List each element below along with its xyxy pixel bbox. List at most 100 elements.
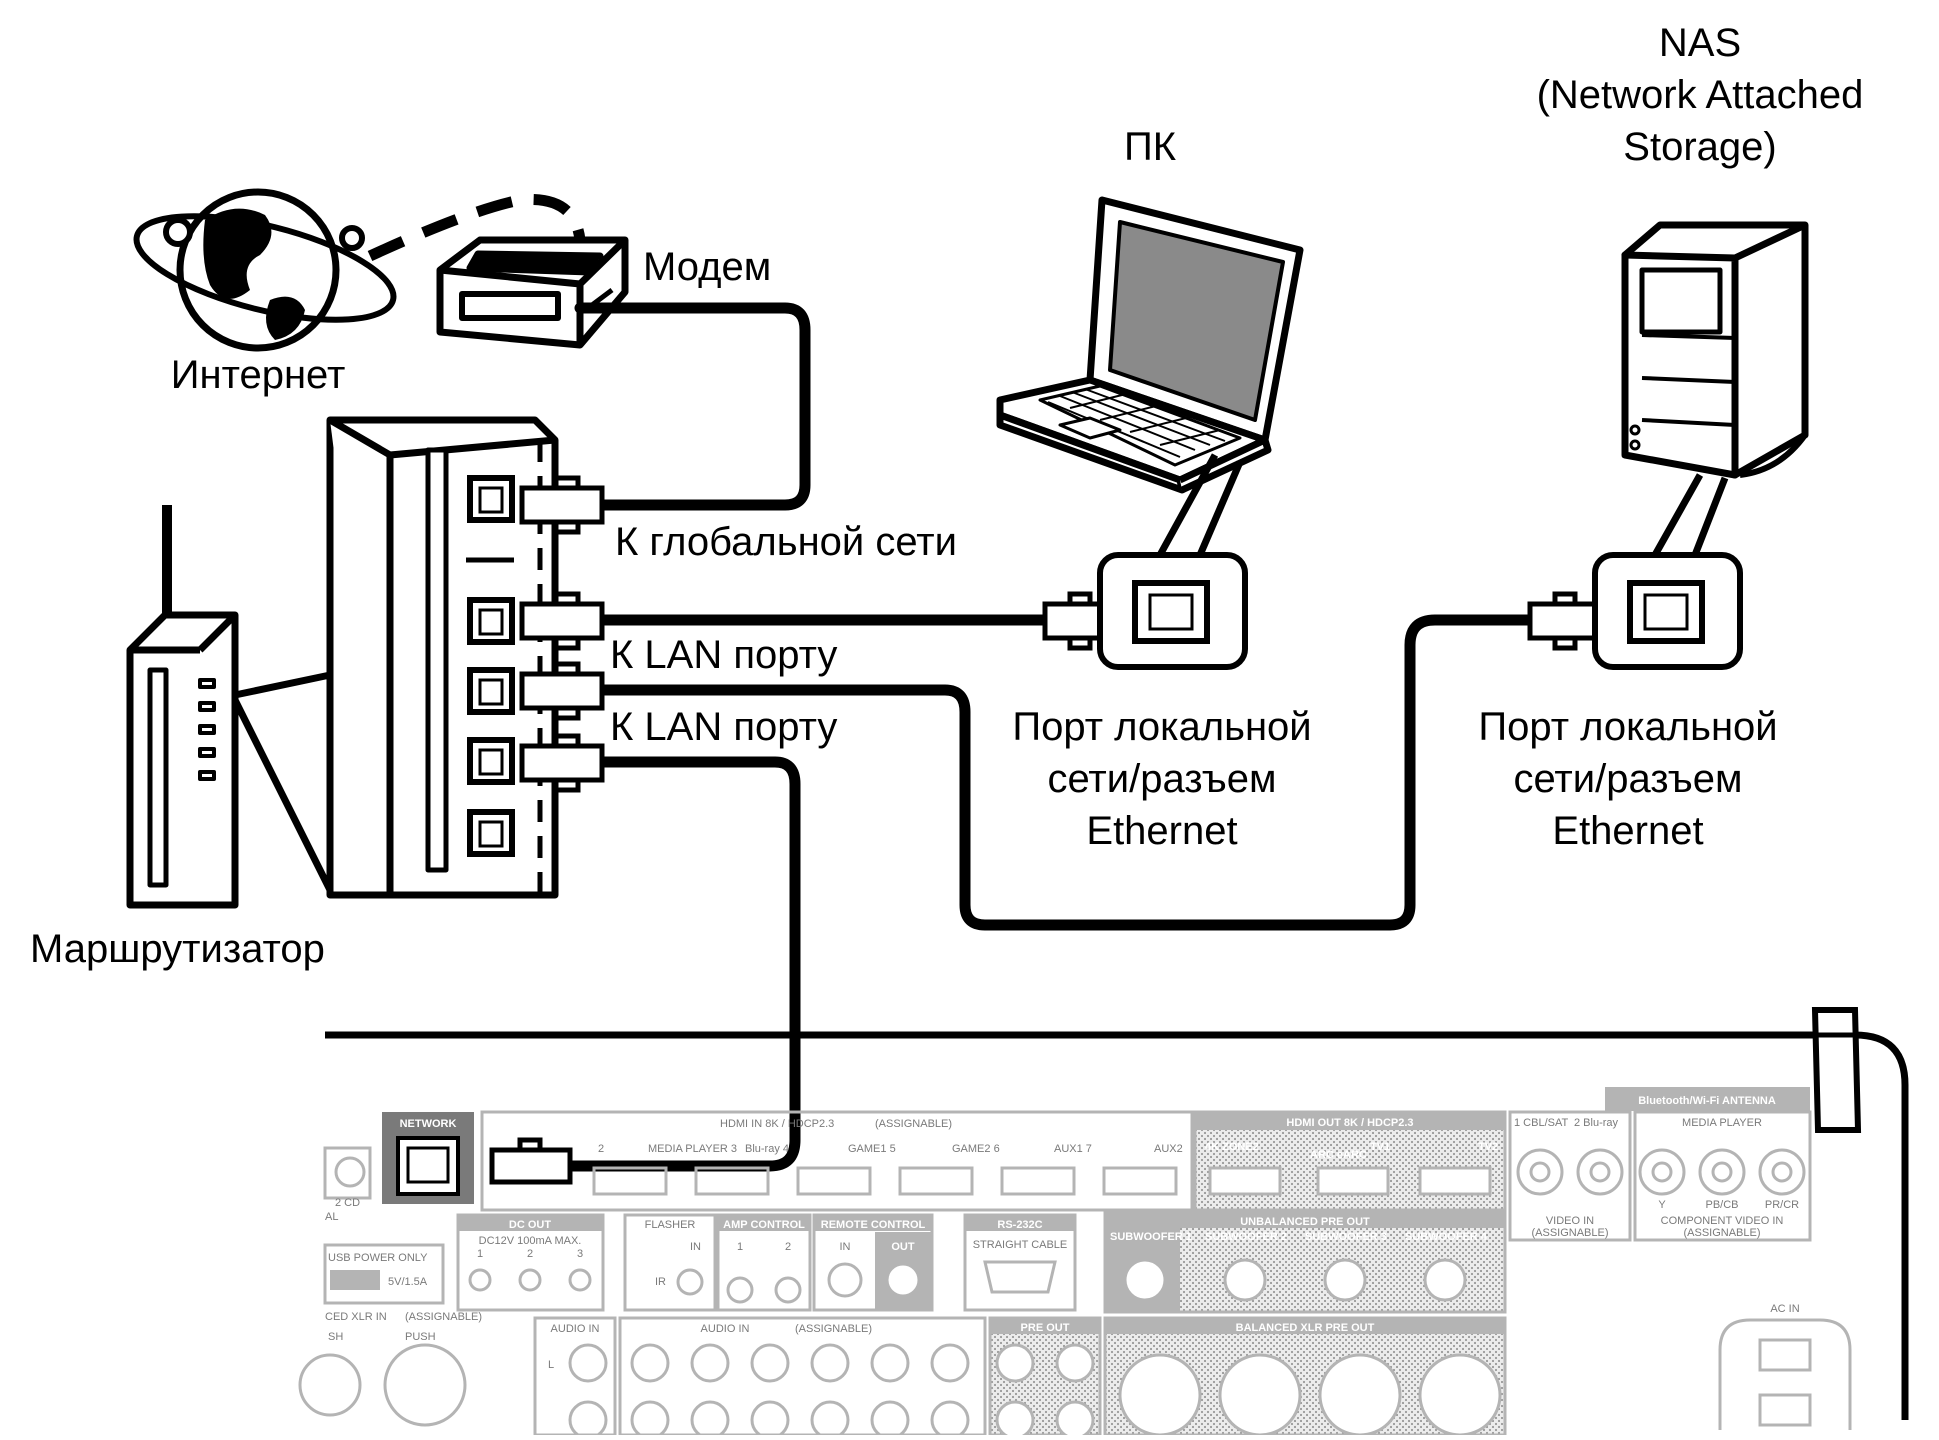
al-label: AL xyxy=(325,1211,338,1223)
unbalanced-pre-out-label: UNBALANCED PRE OUT xyxy=(1240,1216,1370,1228)
component-pr: PR/CR xyxy=(1765,1199,1799,1211)
audio-in-assignable-sub: (ASSIGNABLE) xyxy=(795,1323,872,1335)
network-port: NETWORK xyxy=(382,1112,474,1204)
plug-wan xyxy=(519,475,605,535)
subwoofer-2: SUBWOOFER 2 xyxy=(1205,1231,1287,1243)
amp-2: 2 xyxy=(785,1241,791,1253)
flasher-in: IN xyxy=(690,1241,701,1253)
laptop-icon xyxy=(996,196,1304,494)
xlr-in-label: CED XLR IN xyxy=(325,1311,387,1323)
plug-lan-2 xyxy=(519,661,605,721)
pre-out-label: PRE OUT xyxy=(1021,1322,1070,1334)
router-icon xyxy=(126,505,239,909)
nas-callout xyxy=(1651,473,1704,557)
hdmi-in-7: AUX1 7 xyxy=(1054,1143,1092,1155)
component-pb: PB/CB xyxy=(1705,1199,1738,1211)
network-port-label: NETWORK xyxy=(400,1118,457,1130)
nas-icon xyxy=(1621,221,1809,479)
video-in-label: VIDEO IN xyxy=(1546,1215,1594,1227)
cbl-sat-label: 1 CBL/SAT xyxy=(1514,1117,1568,1129)
plug-nas xyxy=(1527,591,1603,651)
remote-out: OUT xyxy=(891,1241,915,1253)
media-player-label: MEDIA PLAYER xyxy=(1682,1117,1762,1129)
modem-icon xyxy=(436,236,629,349)
pc-ethernet-port-icon xyxy=(1097,552,1248,670)
switch-port-lan-3 xyxy=(467,737,515,785)
router-label: Маршрутизатор xyxy=(30,927,325,971)
receiver-plug xyxy=(489,1137,573,1185)
internet-label: Интернет xyxy=(171,353,346,397)
hdmi-in-5: GAME1 5 xyxy=(848,1143,896,1155)
flasher-label: FLASHER xyxy=(645,1219,696,1231)
subwoofer-4: SUBWOOFER 4 xyxy=(1405,1231,1488,1243)
audio-in-assignable-label: AUDIO IN xyxy=(701,1323,750,1335)
switch-port-lan-4 xyxy=(467,809,515,857)
arc-label: ARC eARC xyxy=(1310,1149,1367,1161)
hdmi-in-3: MEDIA PLAYER 3 xyxy=(648,1143,737,1155)
switch-ports xyxy=(467,475,515,857)
ac-in-label: AC IN xyxy=(1770,1303,1799,1315)
audio-in-label: AUDIO IN xyxy=(551,1323,600,1335)
zone2-label: 4K ZONE2 xyxy=(1205,1141,1259,1153)
cd-label: 2 CD xyxy=(335,1197,360,1209)
usb-spec-label: 5V/1.5A xyxy=(388,1276,428,1288)
nas-label: NAS (Network Attached Storage) xyxy=(1537,21,1864,169)
amp-1: 1 xyxy=(737,1241,743,1253)
tv1-label: TV1 xyxy=(1370,1141,1390,1153)
hdmi-out-label: HDMI OUT 8K / HDCP2.3 xyxy=(1286,1117,1413,1129)
nas-port-label-line3: Ethernet xyxy=(1552,809,1703,853)
nas-ethernet-port-icon xyxy=(1592,552,1743,670)
subwoofer-3: SUBWOOFER 3 xyxy=(1305,1231,1387,1243)
cables xyxy=(564,302,1536,1172)
hdmi-in-4: Blu-ray 4 xyxy=(745,1143,789,1155)
receiver-cable xyxy=(564,756,801,1172)
lan-port-label-1: К LAN порту xyxy=(610,633,837,677)
component-video-in-sub: (ASSIGNABLE) xyxy=(1683,1227,1760,1239)
hdmi-in-ports: 2 MEDIA PLAYER 3 Blu-ray 4 GAME1 5 GAME2… xyxy=(592,1143,1183,1196)
nas-cable xyxy=(594,614,1536,931)
hdmi-in-6: GAME2 6 xyxy=(952,1143,1000,1155)
subwoofer-1: SUBWOOFER 1 xyxy=(1110,1231,1192,1243)
switch-port-lan-1 xyxy=(467,597,515,645)
globe-icon xyxy=(133,188,397,352)
dc-out-2: 2 xyxy=(527,1248,533,1260)
balanced-xlr-pre-out-label: BALANCED XLR PRE OUT xyxy=(1236,1322,1375,1334)
switch-port-wan xyxy=(467,475,515,523)
modem-cable xyxy=(574,302,811,511)
flasher-ir: IR xyxy=(655,1276,666,1288)
component-y: Y xyxy=(1658,1199,1666,1211)
dc-out-label: DC OUT xyxy=(509,1219,551,1231)
pc-port-label-line1: Порт локальной xyxy=(1012,705,1311,749)
tv2-label: TV2 xyxy=(1478,1141,1498,1153)
component-video-in-label: COMPONENT VIDEO IN xyxy=(1661,1215,1784,1227)
video-in-sub: (ASSIGNABLE) xyxy=(1531,1227,1608,1239)
nas-callout-2 xyxy=(1691,476,1729,557)
laptop-keyboard xyxy=(1047,388,1226,458)
dc-out-3: 3 xyxy=(577,1248,583,1260)
hdmi-in-aux2: AUX2 xyxy=(1154,1143,1183,1155)
push-label-1: SH xyxy=(328,1331,343,1343)
remote-control-label: REMOTE CONTROL xyxy=(821,1219,926,1231)
lan-port-label-2: К LAN порту xyxy=(610,705,837,749)
hdmi-in-label: HDMI IN 8K / HDCP2.3 xyxy=(720,1118,834,1130)
pc-port-label: Порт локальной сети/разъем Ethernet xyxy=(1012,705,1311,853)
nas-port-label-line1: Порт локальной xyxy=(1478,705,1777,749)
amp-control-label: AMP CONTROL xyxy=(723,1219,805,1231)
xlr-in-sub: (ASSIGNABLE) xyxy=(405,1311,482,1323)
pc-callout xyxy=(1156,453,1219,557)
dc-out-1: 1 xyxy=(477,1248,483,1260)
pc-callout-2 xyxy=(1196,460,1244,557)
pc-port-label-line3: Ethernet xyxy=(1086,809,1237,853)
bluray-label: 2 Blu-ray xyxy=(1574,1117,1619,1129)
rs232c-label: RS-232C xyxy=(997,1219,1042,1231)
nas-port-label-line2: сети/разъем xyxy=(1514,757,1743,801)
l-marker: L xyxy=(548,1359,554,1371)
dc-out-spec: DC12V 100mA MAX. xyxy=(479,1235,582,1247)
nas-label-line1: NAS xyxy=(1659,21,1741,65)
ethernet-plug-icon xyxy=(519,475,1603,793)
nas-port-label: Порт локальной сети/разъем Ethernet xyxy=(1478,705,1777,853)
remote-in: IN xyxy=(840,1241,851,1253)
antenna-icon xyxy=(1811,1007,1862,1133)
plug-lan-3 xyxy=(519,733,605,793)
